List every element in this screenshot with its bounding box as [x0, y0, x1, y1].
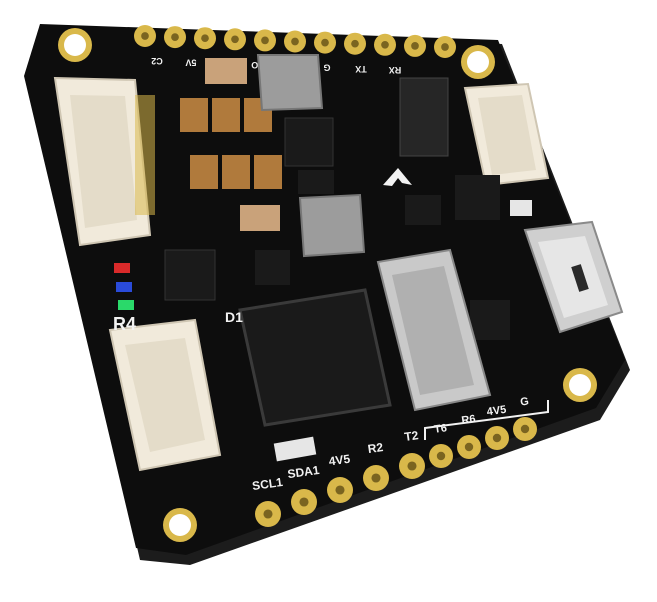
small-chips: [164, 77, 532, 340]
solder-pad-hole: [263, 509, 273, 519]
solder-pad-hole: [351, 39, 359, 48]
mounting-hole-icon: [58, 28, 92, 62]
solder-pad-hole: [520, 424, 530, 434]
jst-connector-icon: [108, 318, 222, 472]
mcu-label: D1: [225, 309, 243, 325]
silkscreen-label: T6: [433, 422, 447, 436]
solder-pad-hole: [492, 433, 502, 443]
silkscreen-label: SDA1: [287, 463, 321, 481]
solder-pad-hole: [291, 37, 299, 46]
solder-pad-hole: [411, 42, 419, 50]
card-holder: [376, 248, 492, 412]
jst-connector-icon: [463, 82, 550, 187]
solder-pad-hole: [335, 485, 345, 495]
jst-connector-icon: [53, 76, 155, 247]
silkscreen-label: G: [323, 63, 330, 73]
mounting-hole-icon: [563, 368, 597, 402]
silkscreen-label: T2: [404, 428, 420, 444]
silkscreen-bracket: [424, 400, 549, 440]
solder-pad-hole: [261, 36, 269, 45]
arrow-chevron-icon: [383, 168, 412, 186]
shield-can: [256, 54, 366, 258]
silkscreen-label: 4V5: [486, 404, 507, 419]
bottom-pad-row-left: [255, 453, 425, 527]
solder-pad-hole: [171, 33, 179, 41]
mounting-hole-icon: [163, 508, 197, 542]
bottom-pad-row-right: [429, 417, 537, 468]
solder-pad-hole: [441, 43, 449, 51]
solder-pad-hole: [371, 473, 381, 483]
mcu-chip: D1: [225, 288, 392, 427]
silkscreen-label: SCL1: [251, 475, 284, 493]
solder-pad-hole: [381, 40, 389, 49]
small-button-part: [273, 436, 317, 462]
solder-pad-hole: [464, 442, 474, 452]
solder-pad-hole: [407, 461, 417, 471]
silkscreen-label: TX: [355, 64, 367, 74]
solder-pad-hole: [299, 497, 309, 507]
silkscreen-label: R6: [461, 413, 477, 427]
silkscreen-label: RX: [389, 65, 402, 75]
solder-pad-hole: [141, 32, 149, 40]
led-icon: [114, 263, 134, 310]
solder-pad-hole: [201, 34, 209, 43]
silkscreen-label: 4V5: [328, 452, 351, 469]
usb-c-connector-icon: [523, 220, 624, 334]
solder-pad-hole: [231, 35, 239, 44]
solder-pad-hole: [321, 38, 329, 47]
inductor-array: [180, 58, 282, 231]
silkscreen-label: 5V: [185, 57, 196, 67]
silkscreen-label: G: [520, 395, 530, 408]
silkscreen-label: C2: [151, 56, 163, 66]
solder-pad-hole: [436, 451, 446, 461]
mounting-hole-icon: [461, 45, 495, 79]
top-pad-row: [134, 25, 456, 58]
side-silkscreen-mark: R4: [113, 314, 136, 334]
silkscreen-label: R2: [367, 440, 384, 456]
